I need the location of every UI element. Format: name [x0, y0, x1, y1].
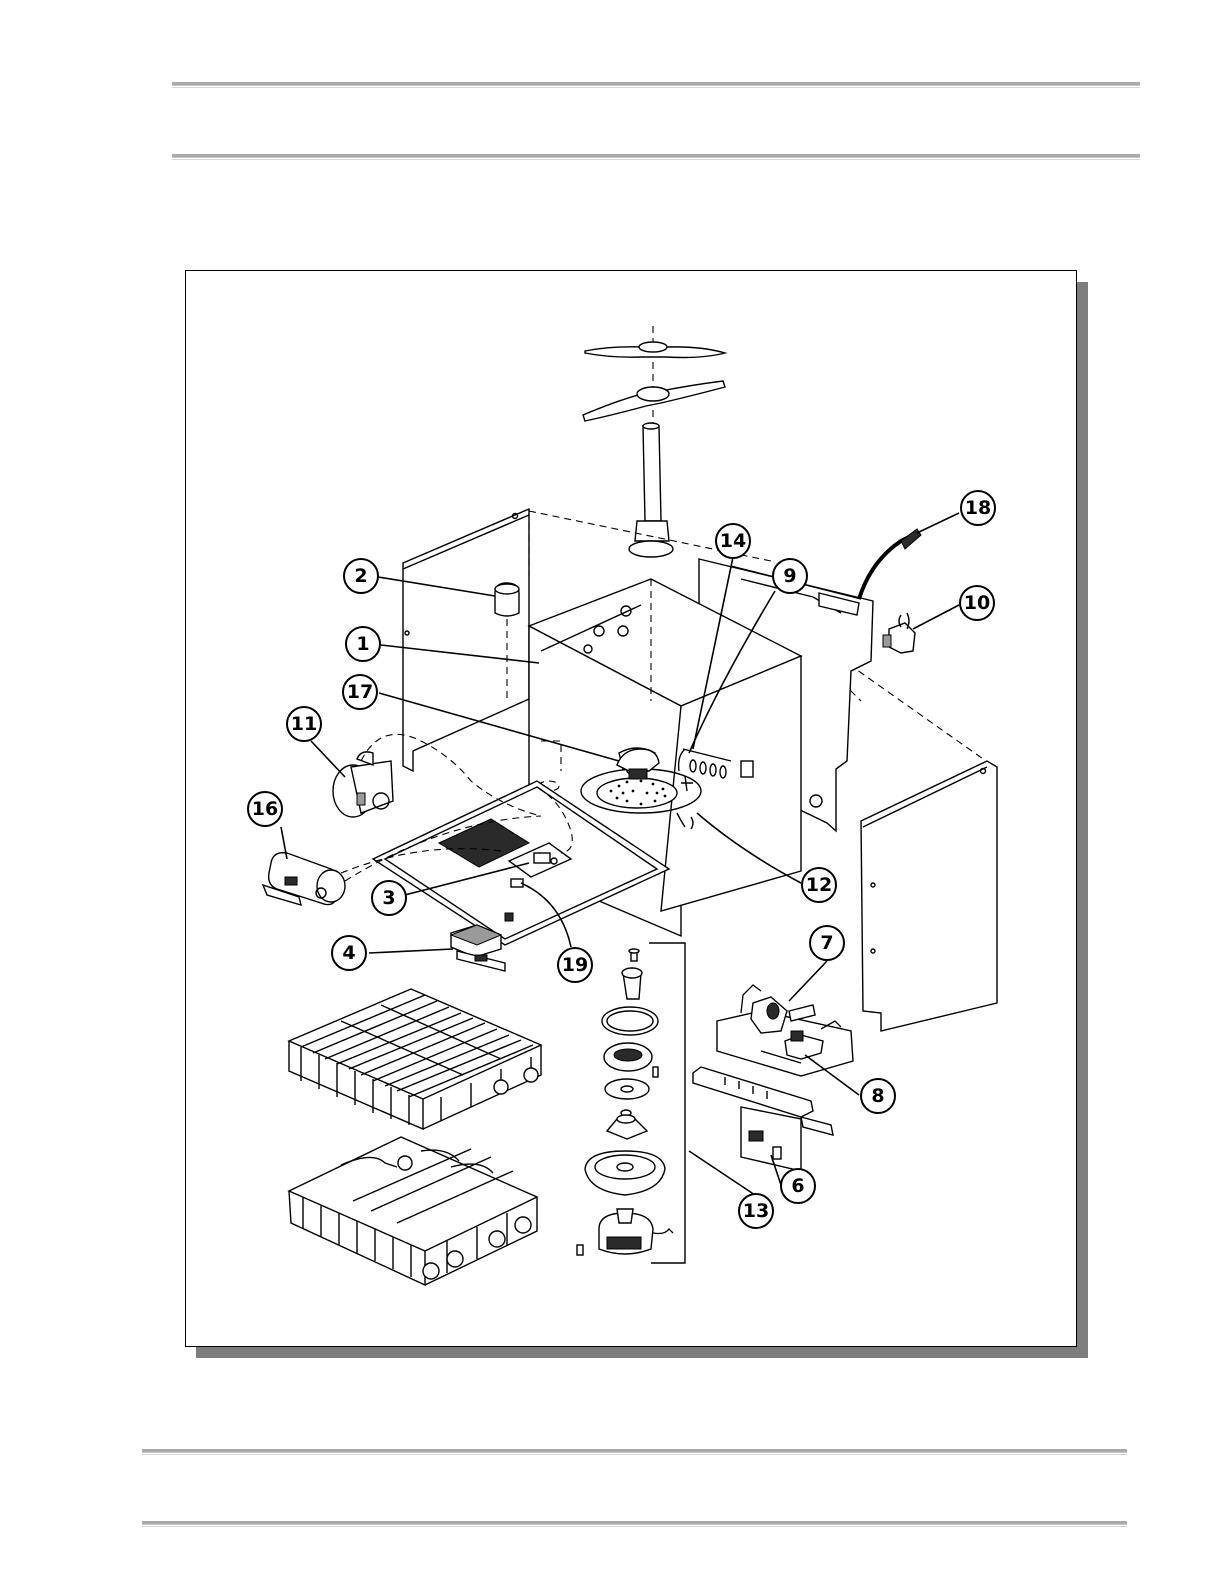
- header-rule-top: [172, 82, 1140, 86]
- control-bracket: [693, 1067, 833, 1171]
- svg-text:8: 8: [871, 1085, 884, 1107]
- svg-text:13: 13: [743, 1200, 769, 1222]
- callout-11: 11: [287, 707, 321, 741]
- callout-14: 14: [716, 524, 750, 558]
- lower-dish-rack: [289, 1137, 537, 1285]
- header-rule-bottom: [172, 154, 1140, 158]
- motor-pump-stack: [577, 943, 685, 1263]
- svg-text:17: 17: [347, 681, 373, 703]
- callout-7: 7: [810, 926, 844, 960]
- callout-16: 16: [248, 792, 282, 826]
- left-side-panel: [403, 509, 529, 771]
- callout-9: 9: [773, 559, 807, 593]
- right-side-panel: [861, 761, 997, 1031]
- svg-text:16: 16: [252, 798, 278, 820]
- svg-text:10: 10: [964, 592, 990, 614]
- junction-box: [883, 613, 915, 653]
- svg-text:1: 1: [356, 633, 369, 655]
- callout-1: 1: [346, 627, 380, 661]
- water-valves: [717, 985, 853, 1076]
- svg-text:19: 19: [562, 954, 588, 976]
- svg-text:2: 2: [354, 565, 367, 587]
- svg-text:18: 18: [965, 497, 991, 519]
- svg-text:11: 11: [291, 713, 317, 735]
- svg-text:3: 3: [382, 887, 395, 909]
- callout-10: 10: [960, 586, 994, 620]
- exploded-parts-diagram: 1 2 3 4 6 7 8 9 10 11 12: [185, 270, 1077, 1347]
- svg-text:9: 9: [783, 565, 796, 587]
- svg-text:14: 14: [720, 530, 746, 552]
- svg-text:4: 4: [342, 942, 355, 964]
- upper-dish-rack: [289, 989, 541, 1129]
- stack-screw-top: [629, 949, 639, 961]
- callout-2: 2: [344, 559, 378, 593]
- callout-6: 6: [781, 1169, 815, 1203]
- diagram-canvas: 1 2 3 4 6 7 8 9 10 11 12: [186, 271, 1076, 1346]
- callout-19: 19: [558, 948, 592, 982]
- upper-spray-arm: [583, 326, 725, 426]
- callout-3: 3: [372, 881, 406, 915]
- svg-text:7: 7: [820, 932, 833, 954]
- callout-8: 8: [861, 1079, 895, 1113]
- svg-text:12: 12: [806, 874, 832, 896]
- callout-4: 4: [332, 936, 366, 970]
- footer-rule-bottom: [142, 1521, 1127, 1525]
- callout-17: 17: [343, 675, 377, 709]
- footer-rule-top: [142, 1449, 1127, 1453]
- callout-18: 18: [961, 491, 995, 525]
- spray-tube: [629, 423, 673, 557]
- callout-13: 13: [739, 1194, 773, 1228]
- callout-12: 12: [802, 868, 836, 902]
- svg-text:6: 6: [791, 1175, 804, 1197]
- power-cord: [859, 529, 921, 599]
